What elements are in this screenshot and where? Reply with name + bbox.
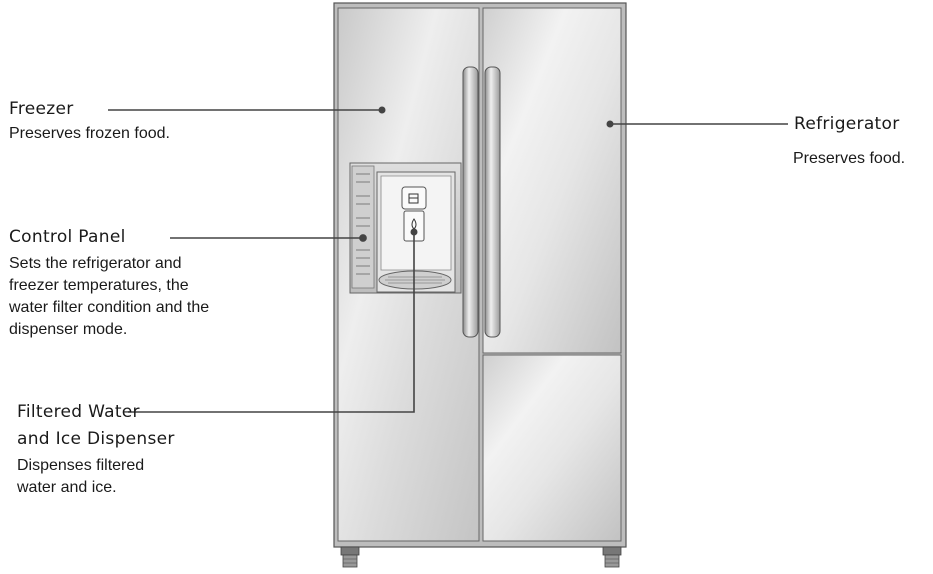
refrigerator-leader-dot	[606, 120, 614, 128]
control-panel	[351, 165, 375, 289]
refrigerator-door-lower	[482, 354, 622, 542]
refrigerator-title: Refrigerator	[794, 114, 900, 134]
freezer-handle	[462, 66, 479, 338]
freezer-desc: Preserves frozen food.	[9, 125, 170, 142]
refrigerator-desc: Preserves food.	[793, 150, 906, 167]
dispenser-leader-line	[128, 232, 415, 413]
ice-icon	[408, 193, 419, 204]
dispenser-leader-dot	[410, 228, 418, 236]
control-panel-title: Control Panel	[9, 227, 126, 247]
control-panel-leader-dot	[359, 234, 367, 242]
refrigerator-handle	[484, 66, 501, 338]
freezer-leader-dot	[378, 106, 386, 114]
left-foot	[340, 546, 360, 568]
dispenser-title-line-1: Filtered Water	[17, 402, 140, 422]
control-panel-desc: Sets the refrigerator and freezer temper…	[9, 255, 210, 338]
refrigerator-door-upper	[482, 7, 622, 354]
dispenser-title-line-2: and Ice Dispenser	[17, 429, 175, 449]
freezer-title: Freezer	[9, 99, 74, 119]
right-foot	[602, 546, 622, 568]
dispenser-desc: Dispenses filtered water and ice.	[17, 457, 145, 496]
